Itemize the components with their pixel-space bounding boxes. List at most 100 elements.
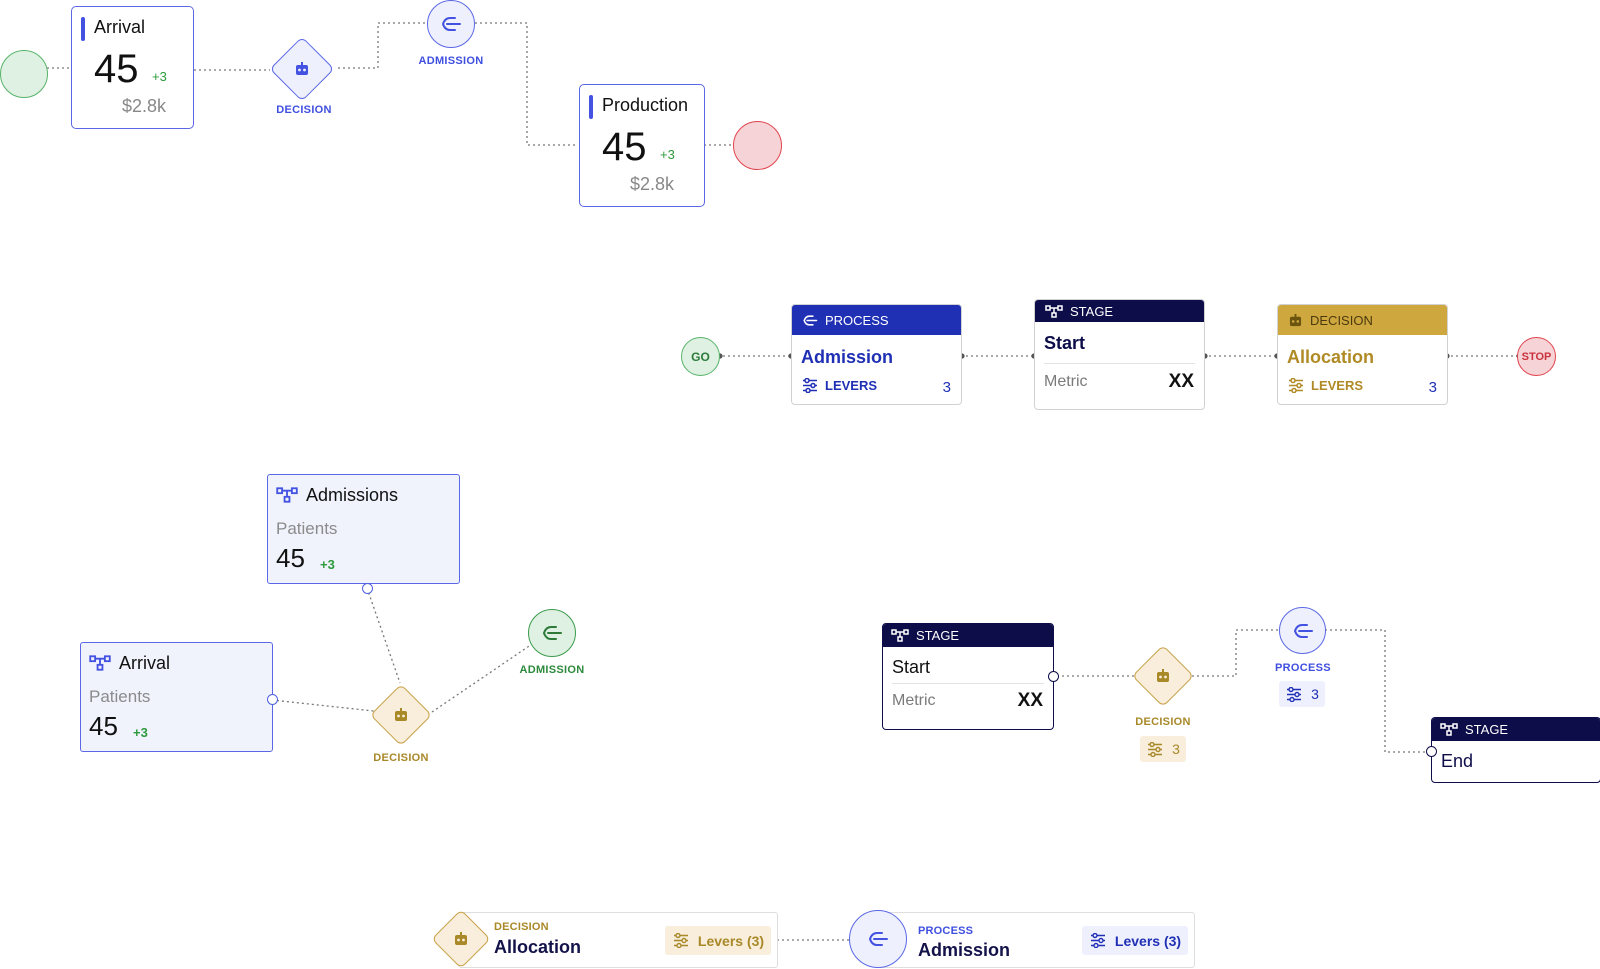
process-name: Admission xyxy=(801,347,894,367)
card-delta: +3 xyxy=(320,557,335,572)
card-title: Production xyxy=(602,95,689,115)
card-title: Admissions xyxy=(306,485,399,505)
network-icon xyxy=(89,655,111,671)
levers-label: LEVERS xyxy=(825,378,878,393)
process-icon-node[interactable] xyxy=(849,910,907,968)
card-value: 45 xyxy=(89,711,118,741)
accent-bar xyxy=(589,95,593,119)
merge-icon xyxy=(542,626,562,640)
accent-bar xyxy=(81,17,85,41)
admissions-port[interactable] xyxy=(362,583,373,594)
decision-caption: DECISION xyxy=(276,104,332,116)
levers-row[interactable]: LEVERS xyxy=(802,378,877,393)
card-title: Arrival xyxy=(119,653,171,673)
card-delta: +3 xyxy=(660,147,675,162)
metric-label: Metric xyxy=(892,692,936,709)
stage-type: STAGE xyxy=(1070,303,1114,319)
decision-node-gold-2[interactable] xyxy=(1131,644,1195,708)
process-caption: PROCESS xyxy=(1275,662,1331,674)
process-type: PROCESS xyxy=(825,312,889,328)
card-value: 45 xyxy=(94,47,139,91)
stage-card[interactable]: STAGE Start Metric XX xyxy=(1034,299,1205,410)
stop-label: STOP xyxy=(1521,350,1552,363)
stage-name: End xyxy=(1441,751,1474,771)
stage-start-card[interactable]: STAGE Start Metric XX xyxy=(882,623,1054,730)
stop-node[interactable]: STOP xyxy=(1517,337,1556,376)
card-subtitle: Patients xyxy=(276,519,338,538)
robot-icon xyxy=(296,62,308,75)
admissions-card[interactable]: Admissions Patients 45 +3 xyxy=(267,474,460,584)
admission-caption: ADMISSION xyxy=(519,664,585,676)
process-node[interactable] xyxy=(1279,607,1326,654)
merge-icon xyxy=(441,17,461,31)
decision-node[interactable] xyxy=(269,36,335,102)
metric-value: XX xyxy=(1017,690,1043,711)
decision-icon-node[interactable] xyxy=(431,909,491,969)
robot-icon xyxy=(395,708,407,721)
metric-value: XX xyxy=(1168,371,1194,392)
network-icon xyxy=(1440,723,1458,736)
divider xyxy=(1044,363,1195,364)
decision-type: DECISION xyxy=(1310,312,1373,328)
process-card[interactable]: PROCESS Admission LEVERS 3 xyxy=(791,304,962,405)
sliders-icon xyxy=(1289,378,1303,393)
process-levers-chip[interactable]: 3 xyxy=(1279,681,1325,707)
levers-row[interactable]: LEVERS xyxy=(1288,378,1363,393)
card-delta: +3 xyxy=(133,725,148,740)
stage-header: STAGE xyxy=(883,624,1053,647)
process-pill[interactable]: PROCESS Admission Levers (3) xyxy=(877,912,1195,968)
levers-count: 3 xyxy=(1428,379,1437,396)
connector-3c xyxy=(431,639,539,713)
decision-pill[interactable]: DECISION Allocation Levers (3) xyxy=(458,912,778,968)
connector-1d xyxy=(475,22,578,146)
start-node[interactable] xyxy=(0,50,48,98)
decision-levers-chip[interactable]: 3 xyxy=(1140,736,1186,762)
sliders-icon xyxy=(1090,933,1105,948)
sliders-icon xyxy=(1148,741,1163,757)
robot-icon xyxy=(1157,669,1169,682)
admission-node-green[interactable] xyxy=(528,609,576,657)
decision-node-gold[interactable] xyxy=(369,683,433,747)
connector-4c xyxy=(1325,629,1430,753)
stage-name: Start xyxy=(1044,333,1086,353)
admission-caption: ADMISSION xyxy=(418,55,484,67)
card-subtitle: Patients xyxy=(89,687,151,706)
levers-chip[interactable]: Levers (3) xyxy=(665,926,771,955)
card-delta: +3 xyxy=(152,69,167,84)
stage-type: STAGE xyxy=(1465,722,1509,737)
network-icon xyxy=(276,487,298,503)
pill-kind: DECISION xyxy=(494,921,549,933)
robot-icon xyxy=(455,932,467,945)
admission-node[interactable] xyxy=(427,0,475,48)
stage-end-port[interactable] xyxy=(1426,746,1437,757)
levers-label: Levers (3) xyxy=(1114,932,1182,949)
card-value: 45 xyxy=(602,125,647,169)
end-node[interactable] xyxy=(733,121,782,170)
merge-icon xyxy=(868,932,888,946)
stage-type: STAGE xyxy=(916,628,960,643)
stage-start-port[interactable] xyxy=(1048,671,1059,682)
levers-label: Levers (3) xyxy=(697,932,765,949)
go-label: GO xyxy=(691,349,710,364)
levers-label: LEVERS xyxy=(1311,378,1364,393)
sliders-icon xyxy=(673,933,688,948)
process-header: PROCESS xyxy=(792,305,961,335)
divider xyxy=(892,683,1044,684)
stage-end-card[interactable]: STAGE End xyxy=(1431,717,1600,783)
go-node[interactable]: GO xyxy=(681,337,720,376)
network-icon xyxy=(1045,304,1063,318)
production-card[interactable]: Production 45 +3 $2.8k xyxy=(579,84,705,207)
card-title: Arrival xyxy=(94,17,146,37)
arrival-card[interactable]: Arrival 45 +3 $2.8k xyxy=(71,6,194,129)
decision-header: DECISION xyxy=(1278,305,1447,335)
robot-icon xyxy=(1289,313,1302,326)
stage-header: STAGE xyxy=(1035,300,1204,322)
stage-header: STAGE xyxy=(1432,718,1600,741)
levers-chip[interactable]: Levers (3) xyxy=(1082,926,1188,955)
arrival-port[interactable] xyxy=(267,694,278,705)
merge-icon xyxy=(803,314,818,326)
decision-card[interactable]: DECISION Allocation LEVERS 3 xyxy=(1277,304,1448,405)
arrival-card-light[interactable]: Arrival Patients 45 +3 xyxy=(80,642,273,752)
decision-caption: DECISION xyxy=(373,752,429,764)
